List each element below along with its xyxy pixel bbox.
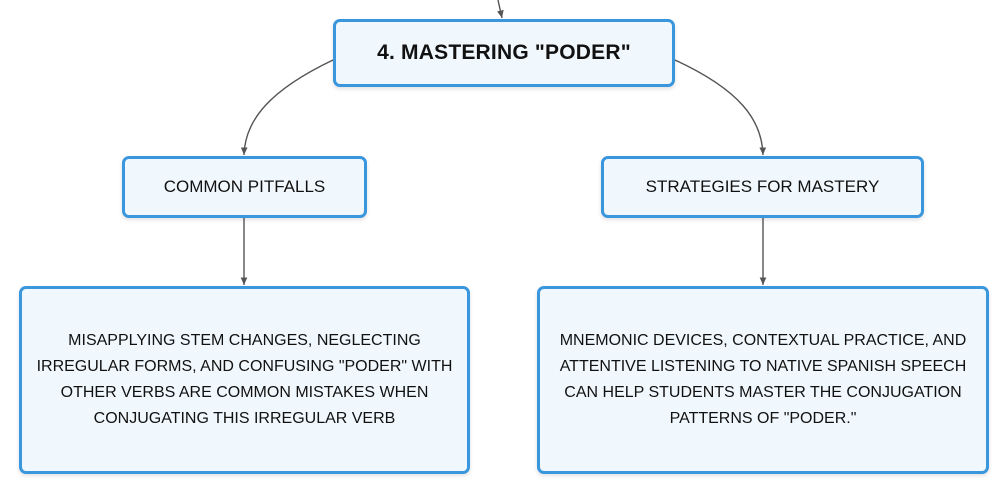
detail-node-text: MNEMONIC DEVICES, CONTEXTUAL PRACTICE, A…: [559, 332, 967, 427]
detail-node-text: MISAPPLYING STEM CHANGES, NEGLECTING IRR…: [36, 332, 453, 427]
branch-node-strategies-for-mastery[interactable]: STRATEGIES FOR MASTERY: [601, 156, 924, 218]
connector-root-to-strategies: [674, 59, 767, 156]
connector-root-to-common-pitfalls: [240, 59, 334, 156]
root-node[interactable]: 4. MASTERING "PODER": [333, 19, 675, 87]
detail-node-strategies-for-mastery[interactable]: MNEMONIC DEVICES, CONTEXTUAL PRACTICE, A…: [537, 286, 989, 474]
branch-node-label: COMMON PITFALLS: [163, 177, 326, 196]
root-node-label: 4. MASTERING "PODER": [377, 41, 631, 64]
branch-node-label: STRATEGIES FOR MASTERY: [645, 177, 880, 196]
incoming-connector: [497, 0, 504, 19]
detail-node-common-pitfalls[interactable]: MISAPPLYING STEM CHANGES, NEGLECTING IRR…: [19, 286, 470, 474]
branch-node-common-pitfalls[interactable]: COMMON PITFALLS: [122, 156, 367, 218]
